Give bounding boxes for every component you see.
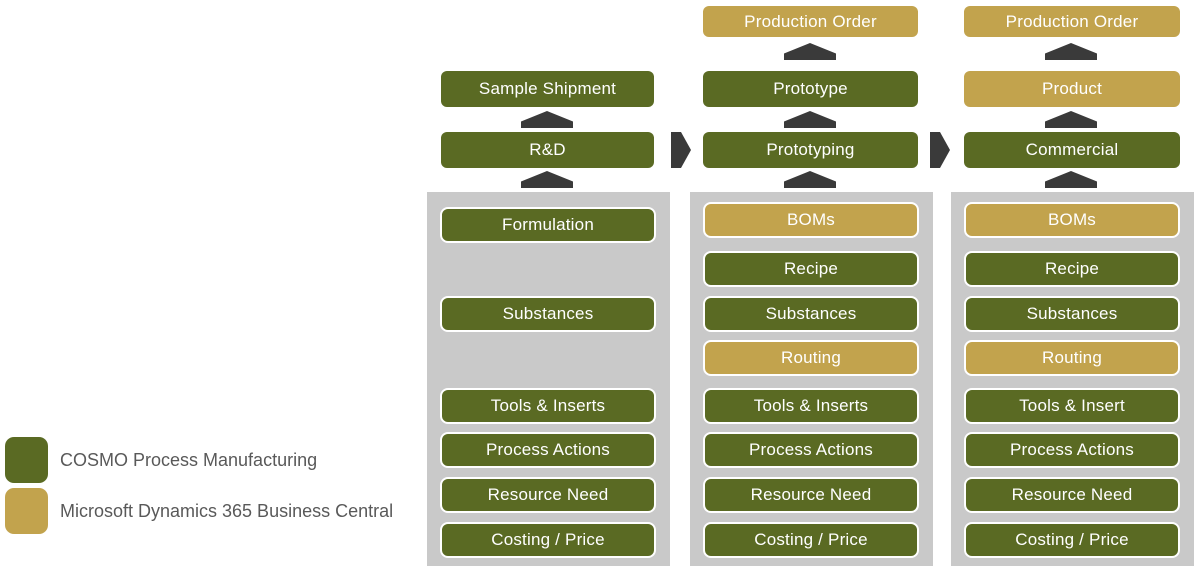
item-box-boms: BOMs — [964, 202, 1180, 238]
item-box-substances: Substances — [440, 296, 656, 332]
item-box-costing-price: Costing / Price — [964, 522, 1180, 558]
item-box-tools-inserts: Tools & Inserts — [440, 388, 656, 424]
item-box-boms: BOMs — [703, 202, 919, 238]
item-box-resource-need: Resource Need — [440, 477, 656, 513]
stage-box-prototyping: Prototyping — [703, 132, 918, 168]
item-box-process-actions: Process Actions — [964, 432, 1180, 468]
item-box-recipe: Recipe — [964, 251, 1180, 287]
item-box-routing: Routing — [703, 340, 919, 376]
item-box-substances: Substances — [703, 296, 919, 332]
legend-swatch-cosmo — [5, 437, 48, 483]
stage-box-rd: R&D — [441, 132, 654, 168]
up-arrow-icon — [1045, 171, 1097, 188]
panel-rd: Formulation Substances Tools & Inserts P… — [427, 192, 670, 566]
item-box-formulation: Formulation — [440, 207, 656, 243]
panel-prototyping: BOMs Recipe Substances Routing Tools & I… — [690, 192, 933, 566]
right-arrow-icon — [671, 132, 691, 168]
item-box-substances: Substances — [964, 296, 1180, 332]
stage-box-production-order: Production Order — [964, 6, 1180, 37]
right-arrow-icon — [930, 132, 950, 168]
panel-commercial: BOMs Recipe Substances Routing Tools & I… — [951, 192, 1194, 566]
up-arrow-icon — [1045, 43, 1097, 60]
item-box-resource-need: Resource Need — [964, 477, 1180, 513]
up-arrow-icon — [1045, 111, 1097, 128]
up-arrow-icon — [784, 171, 836, 188]
item-box-costing-price: Costing / Price — [703, 522, 919, 558]
up-arrow-icon — [784, 43, 836, 60]
item-box-costing-price: Costing / Price — [440, 522, 656, 558]
item-box-routing: Routing — [964, 340, 1180, 376]
up-arrow-icon — [784, 111, 836, 128]
item-box-tools-inserts: Tools & Inserts — [703, 388, 919, 424]
stage-box-sample-shipment: Sample Shipment — [441, 71, 654, 107]
item-box-recipe: Recipe — [703, 251, 919, 287]
item-box-process-actions: Process Actions — [703, 432, 919, 468]
item-box-process-actions: Process Actions — [440, 432, 656, 468]
up-arrow-icon — [521, 111, 573, 128]
legend-label-bc: Microsoft Dynamics 365 Business Central — [60, 501, 394, 521]
stage-box-prototype: Prototype — [703, 71, 918, 107]
stage-box-product: Product — [964, 71, 1180, 107]
legend-swatch-bc — [5, 488, 48, 534]
stage-box-production-order: Production Order — [703, 6, 918, 37]
item-box-tools-insert: Tools & Insert — [964, 388, 1180, 424]
legend-label-cosmo: COSMO Process Manufacturing — [60, 450, 318, 470]
stage-box-commercial: Commercial — [964, 132, 1180, 168]
up-arrow-icon — [521, 171, 573, 188]
item-box-resource-need: Resource Need — [703, 477, 919, 513]
